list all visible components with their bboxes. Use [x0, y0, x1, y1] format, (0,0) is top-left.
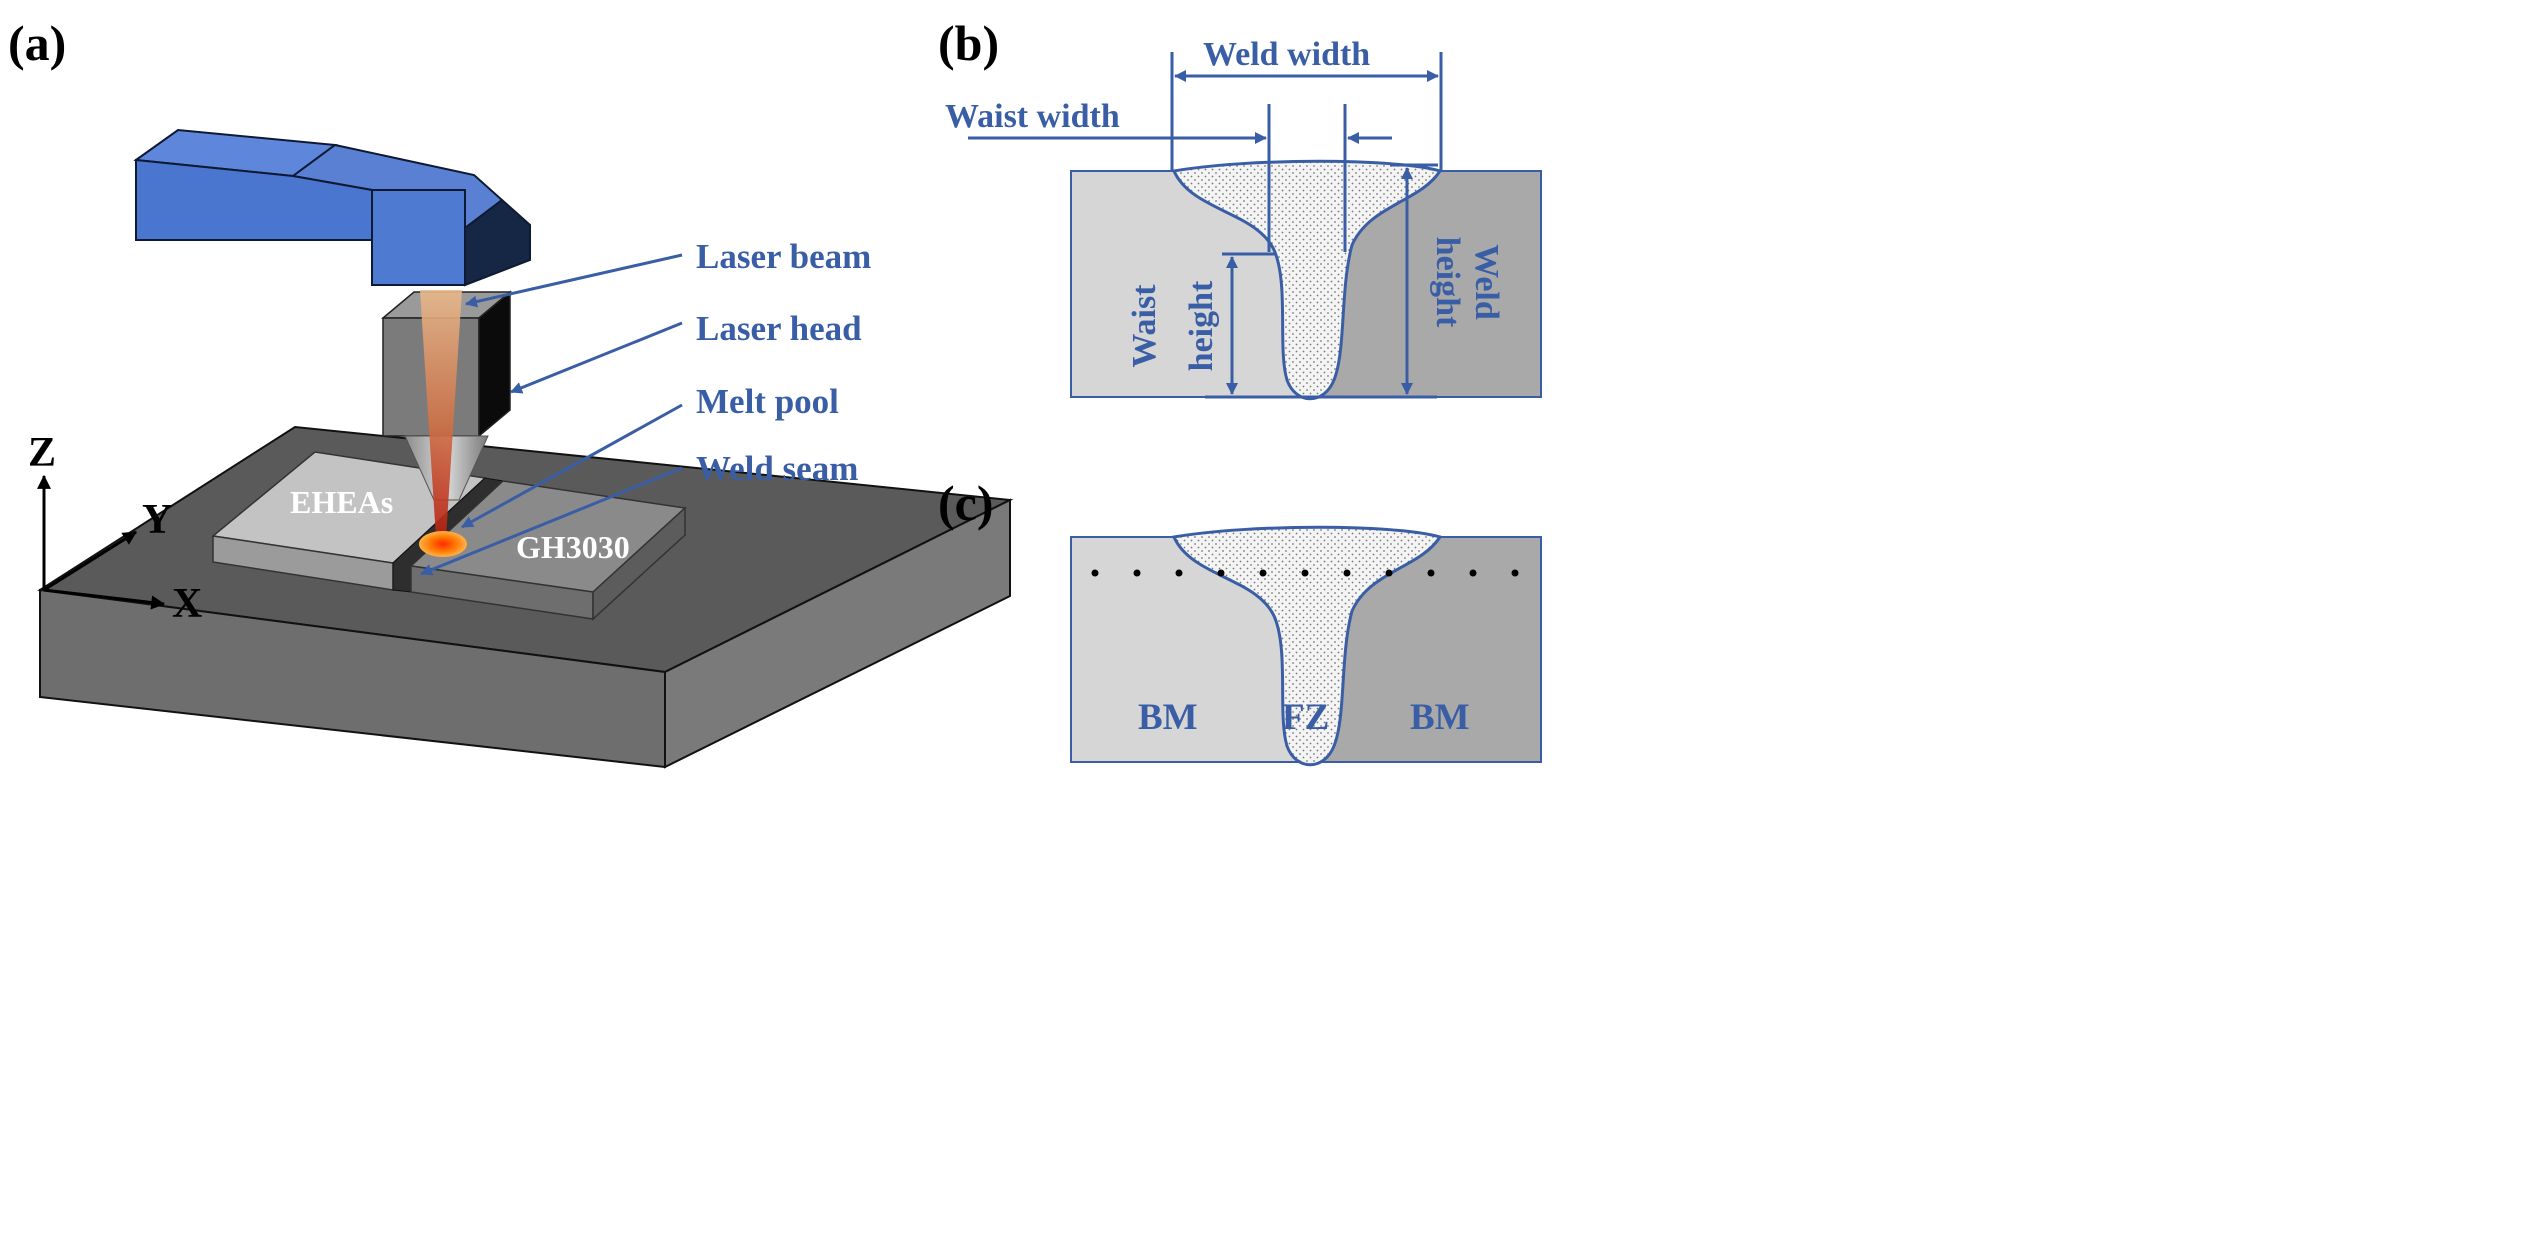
- melt-pool: [419, 531, 467, 557]
- panel-c-label: (c): [938, 475, 994, 531]
- base-material-right-label: BM: [1410, 697, 1470, 738]
- gh3030-plate-label: GH3030: [516, 529, 630, 565]
- laser-beam-leader: [465, 253, 683, 308]
- laser-beam-label: Laser beam: [696, 237, 871, 276]
- panel-c: (c) BM FZ BM: [938, 475, 1542, 767]
- panel-b-label: (b): [938, 15, 999, 71]
- measurement-point-row: [1091, 569, 1519, 577]
- measurement-point: [1469, 569, 1477, 577]
- fusion-zone-label: FZ: [1282, 697, 1329, 738]
- weld-seam-label: Weld seam: [696, 449, 858, 488]
- fusion-zone: [1171, 525, 1443, 767]
- laser-beam: [420, 290, 462, 538]
- melt-pool-leader: [461, 403, 683, 529]
- axis-x-label: X: [172, 581, 202, 627]
- base-material-left-label: BM: [1138, 697, 1198, 738]
- weld-width-label: Weld width: [1203, 36, 1370, 73]
- panel-a: (a) EHEAs GH3030: [8, 15, 1014, 769]
- axis-z-label: Z: [28, 430, 56, 476]
- measurement-point: [1217, 569, 1225, 577]
- laser-head-label: Laser head: [696, 309, 862, 348]
- laser-body: [133, 128, 531, 287]
- measurement-point: [1427, 569, 1435, 577]
- waist-height-label-line2: height: [1183, 280, 1220, 371]
- measurement-point: [1385, 569, 1393, 577]
- gh3030-plate: [409, 480, 687, 621]
- weld-height-label-line2: height: [1429, 237, 1466, 328]
- melt-pool-label: Melt pool: [696, 382, 839, 421]
- weld-height-label-line1: Weld: [1468, 244, 1505, 320]
- coordinate-axes: [37, 474, 166, 610]
- panel-b: (b) Weld width Waist width Waist height …: [938, 15, 1542, 401]
- laser-welding-figure: (a) EHEAs GH3030: [8, 15, 1542, 769]
- waist-height-label-line1: Waist: [1126, 284, 1163, 368]
- weld-seam-leader: [420, 466, 683, 576]
- measurement-point: [1301, 569, 1309, 577]
- laser-head-leader: [510, 321, 683, 394]
- measurement-point: [1343, 569, 1351, 577]
- ehea-plate-label: EHEAs: [290, 484, 393, 520]
- axis-y-label: Y: [142, 497, 172, 543]
- measurement-point: [1091, 569, 1099, 577]
- panel-a-label: (a): [8, 15, 66, 71]
- measurement-point: [1511, 569, 1519, 577]
- measurement-point: [1133, 569, 1141, 577]
- measurement-point: [1175, 569, 1183, 577]
- measurement-point: [1259, 569, 1267, 577]
- waist-width-label: Waist width: [945, 98, 1120, 135]
